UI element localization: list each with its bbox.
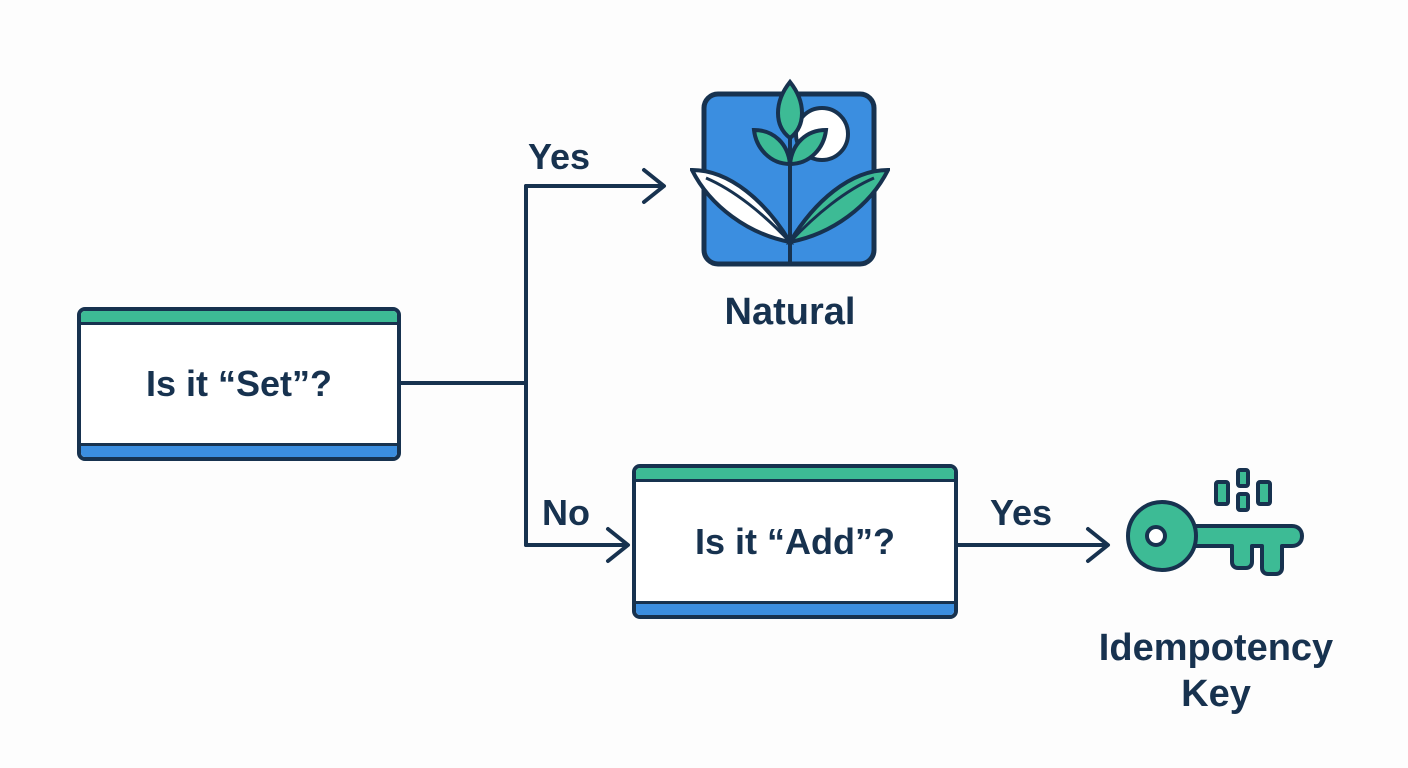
- decision-node-add: Is it “Add”?: [632, 464, 958, 619]
- result-label-idempotency: Idempotency Key: [1076, 626, 1356, 717]
- decision-node-set: Is it “Set”?: [77, 307, 401, 461]
- arrowhead-key: [1086, 527, 1110, 563]
- decision-node-add-label: Is it “Add”?: [695, 520, 895, 562]
- node-accent-top: [81, 311, 397, 325]
- result-label-idempotency-line2: Key: [1181, 672, 1251, 715]
- arrowhead-natural: [642, 168, 666, 204]
- node-accent-top: [636, 468, 954, 482]
- node-accent-bottom: [81, 443, 397, 457]
- node-accent-bottom: [636, 601, 954, 615]
- result-label-idempotency-line1: Idempotency: [1098, 627, 1334, 669]
- arrowhead-add: [606, 527, 630, 563]
- decision-node-set-label: Is it “Set”?: [145, 363, 333, 404]
- edge-label-set-no: No: [542, 492, 590, 533]
- edge-label-add-yes: Yes: [990, 492, 1053, 533]
- plant-icon: [690, 78, 890, 267]
- key-icon: [1126, 468, 1304, 576]
- edge-label-set-yes: Yes: [528, 136, 591, 177]
- result-label-natural: Natural: [724, 291, 856, 333]
